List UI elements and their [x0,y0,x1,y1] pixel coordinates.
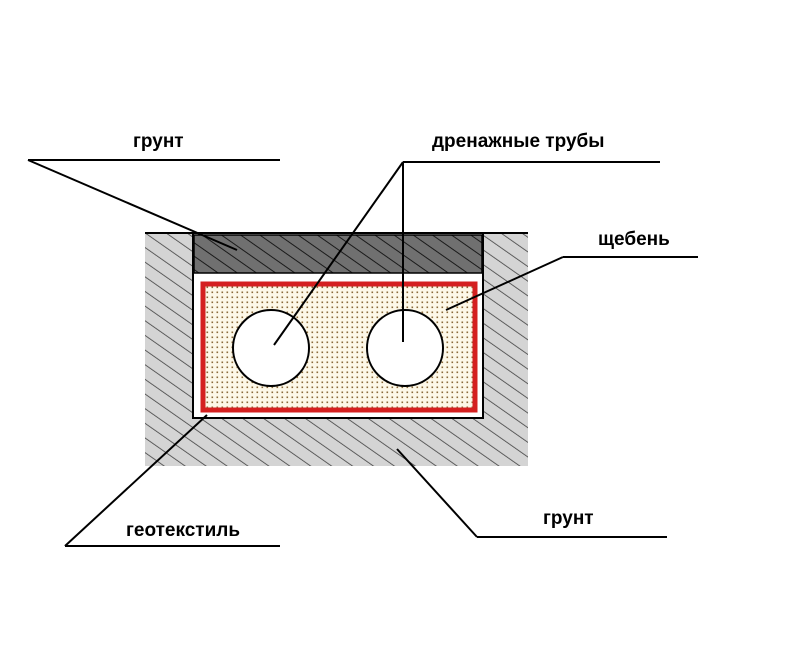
label-gravel: щебень [598,229,670,250]
label-drain-pipes: дренажные трубы [432,131,604,152]
leader-geotextile [64,414,280,547]
label-geotextile: геотекстиль [126,520,240,541]
drain-pipe-right [366,309,444,387]
leader-soil-bottom [396,448,667,538]
drain-pipe-left [232,309,310,387]
label-soil-top: грунт [133,131,184,152]
geotextile-layer [200,281,478,413]
label-soil-bottom: грунт [543,508,594,529]
leader-drain-pipes [273,161,660,346]
leader-gravel [445,256,698,311]
leader-soil-top [27,159,280,251]
